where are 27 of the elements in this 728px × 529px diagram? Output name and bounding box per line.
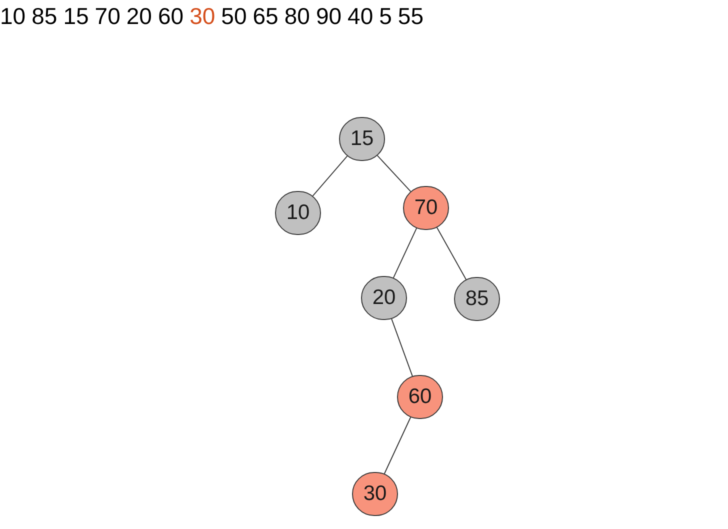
- sequence-number: 50: [221, 2, 247, 30]
- node-value: 30: [363, 482, 387, 506]
- node-value: 70: [414, 196, 438, 220]
- sequence-number: 85: [32, 2, 58, 30]
- tree-edge: [392, 228, 418, 278]
- node-value: 10: [286, 201, 310, 225]
- node-value: 60: [408, 385, 432, 409]
- node-value: 20: [372, 286, 396, 310]
- highlighted-number: 30: [190, 2, 216, 30]
- node-value: 15: [350, 127, 374, 151]
- sequence-number: 55: [398, 2, 424, 30]
- sequence-number: 80: [284, 2, 310, 30]
- tree-edge: [436, 226, 467, 280]
- sequence-number: 90: [316, 2, 342, 30]
- tree-edge: [312, 155, 348, 197]
- sequence-number: 5: [379, 2, 392, 30]
- sequence-number: 10: [0, 2, 26, 30]
- tree-edge: [376, 154, 412, 192]
- sequence-number: 40: [348, 2, 374, 30]
- sequence-number: 15: [63, 2, 89, 30]
- sequence-number: 70: [94, 2, 120, 30]
- tree-edge: [384, 416, 412, 474]
- sequence-number: 65: [252, 2, 278, 30]
- sequence-number: 60: [158, 2, 184, 30]
- sequence-number: 20: [126, 2, 152, 30]
- tree-edge: [391, 318, 413, 377]
- node-value: 85: [465, 287, 489, 311]
